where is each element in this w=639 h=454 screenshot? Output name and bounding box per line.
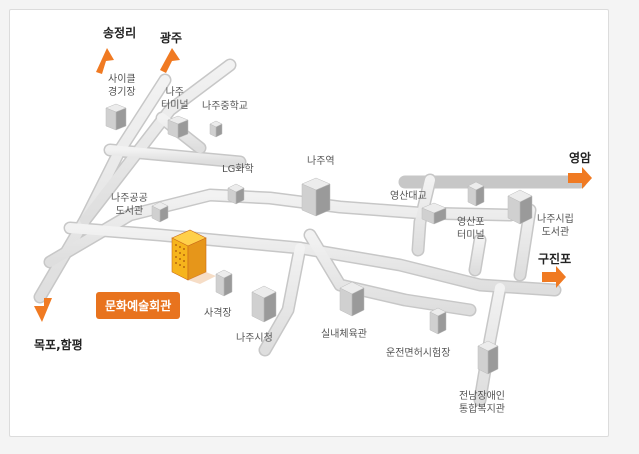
arrow-songjeongri-icon xyxy=(96,48,114,74)
building-lg xyxy=(227,183,245,205)
label-station: 나주역 xyxy=(307,156,335,167)
building-welfare xyxy=(477,340,499,375)
building-terminal xyxy=(167,115,189,139)
label-lg: LG화학 xyxy=(222,164,254,175)
roads xyxy=(33,58,587,407)
arrow-gujinpo-icon xyxy=(542,266,566,288)
label-middle-school: 나주중학교 xyxy=(202,101,248,112)
label-gym: 실내체육관 xyxy=(321,329,367,340)
label-bridge: 영산대교 xyxy=(390,191,427,202)
arrow-yeongam-icon xyxy=(568,167,592,189)
direction-yeongam: 영암 xyxy=(569,151,592,165)
building-range xyxy=(215,269,233,297)
building-ysp-terminal xyxy=(467,181,485,207)
label-city-hall: 나주시청 xyxy=(236,333,273,344)
label-driving: 운전면허시험장 xyxy=(386,348,451,359)
arrow-mokpo-icon xyxy=(34,298,52,322)
direction-gujinpo: 구진포 xyxy=(538,252,572,266)
building-gym xyxy=(339,281,365,317)
direction-gwangju: 광주 xyxy=(160,31,183,45)
arrow-gwangju-icon xyxy=(160,48,180,73)
building-city-hall xyxy=(251,285,277,323)
direction-songjeongri: 송정리 xyxy=(103,26,137,40)
building-bridge xyxy=(421,202,447,225)
direction-mokpo: 목포,함평 xyxy=(34,338,83,352)
building-cycle xyxy=(105,103,127,131)
building-library xyxy=(151,201,169,223)
building-driving xyxy=(429,307,447,335)
route-map xyxy=(33,48,592,407)
building-culture-center xyxy=(171,229,216,284)
buildings xyxy=(105,103,533,375)
building-city-library xyxy=(507,189,533,225)
label-range: 사격장 xyxy=(204,308,232,319)
direction-arrows xyxy=(34,48,592,322)
highlight-culture-center: 문화예술회관 xyxy=(96,292,181,319)
building-middle-school xyxy=(209,120,223,138)
building-station xyxy=(301,177,331,217)
